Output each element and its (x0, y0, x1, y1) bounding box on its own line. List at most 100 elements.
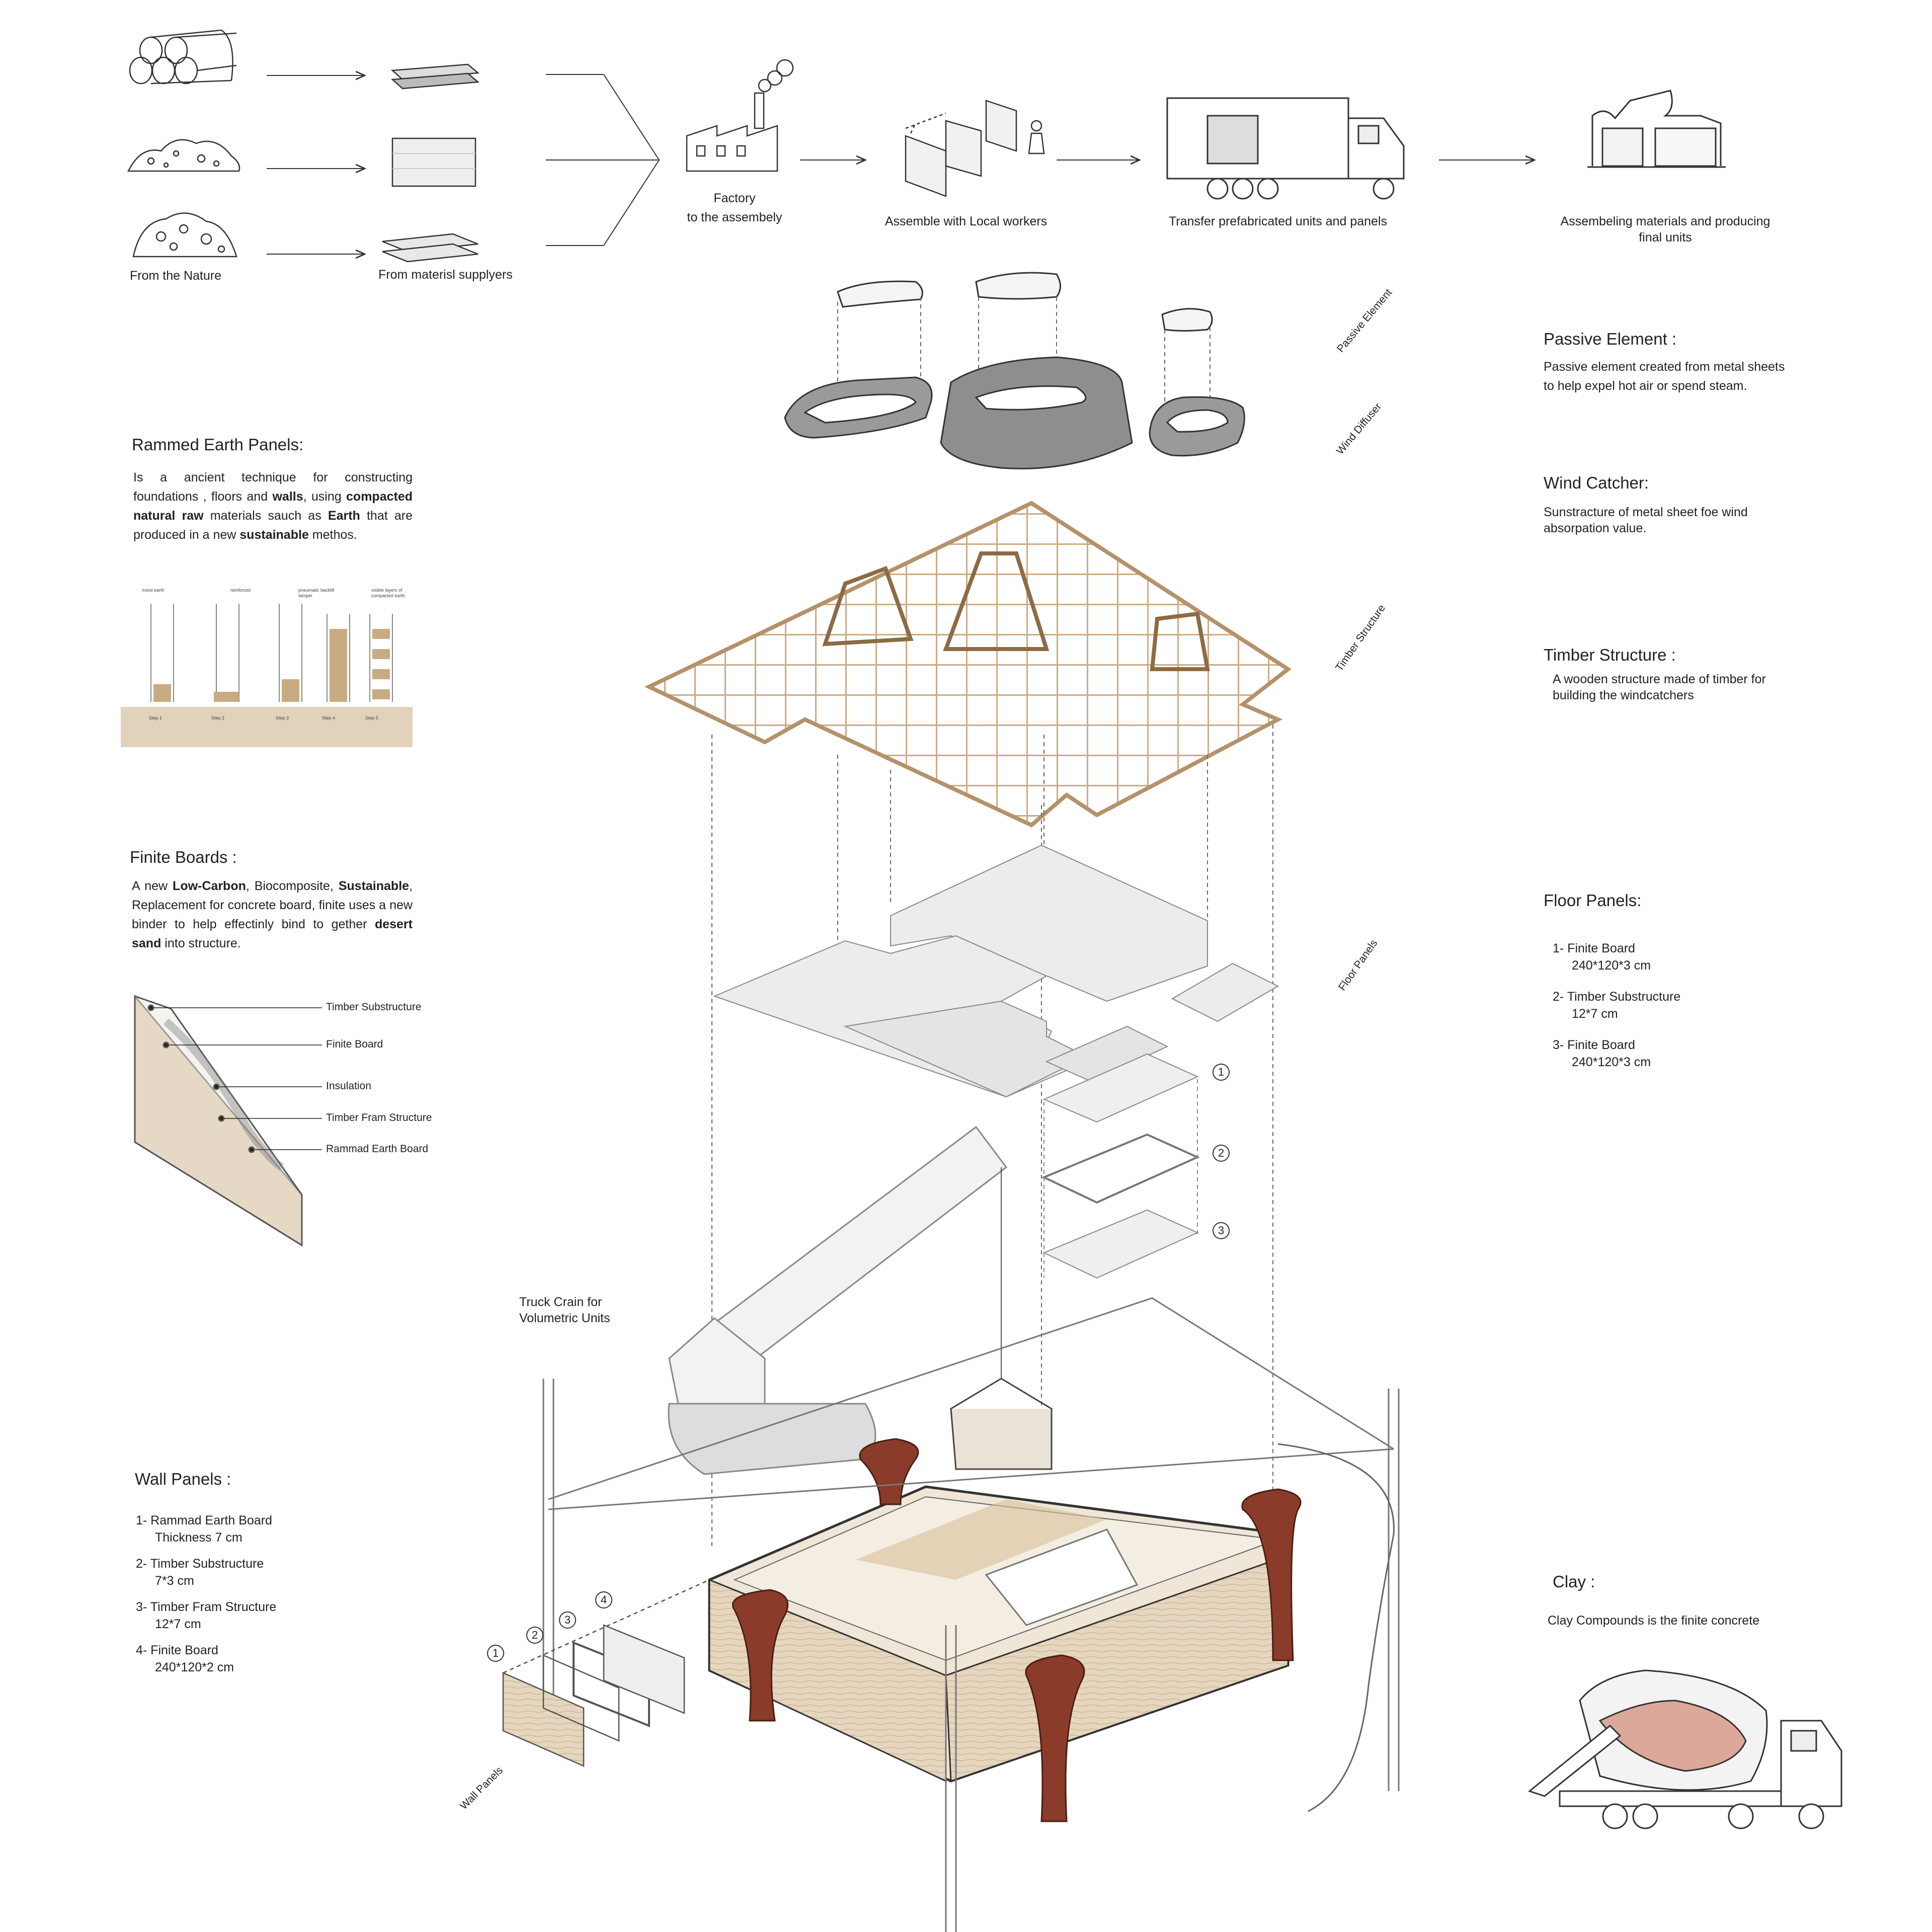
wall-number-2: 2 (531, 1629, 538, 1641)
layer-timber-frame: Timber Fram Structure (326, 1112, 432, 1123)
floor-number-3: 3 (1218, 1224, 1225, 1237)
caption-from-nature: From the Nature (130, 269, 222, 283)
rammed-bold-3: Earth (328, 509, 360, 523)
sand-pile-icon (127, 139, 240, 172)
finite-text-1: A new (132, 879, 173, 893)
finite-text: A new Low-Carbon, Biocomposite, Sustaina… (132, 876, 413, 953)
floor-number-1: 1 (1218, 1066, 1225, 1078)
floor-title: Floor Panels: (1544, 891, 1642, 910)
rammed-bold-1: walls (272, 490, 303, 504)
wall-title: Wall Panels : (135, 1470, 231, 1488)
step-1-caption: Step 1 (149, 715, 163, 720)
caption-final-units: Assembeling materials and producing fina… (1535, 213, 1796, 246)
wall-item-4-label: 4- Finite Board (136, 1643, 218, 1657)
rammed-bold-4: sustainable (239, 528, 309, 542)
finite-text-2: , Biocomposite, (246, 879, 339, 893)
crane-label: Truck Crain for Volumetric Units (519, 1294, 610, 1326)
floor-item-2-dim: 12*7 cm (1572, 1007, 1618, 1021)
layer-rammed-earth: Rammad Earth Board (326, 1143, 429, 1155)
clay-text: Clay Compounds is the finite concrete (1548, 1614, 1760, 1628)
final-unit-icon (1587, 90, 1726, 168)
wind-title: Wind Catcher: (1544, 473, 1649, 492)
wall-item-1: 1- Rammad Earth Board Thickness 7 cm (136, 1512, 276, 1546)
passive-text: Passive element created from metal sheet… (1544, 360, 1785, 393)
floor-item-2: 2- Timber Substructure 12*7 cm (1553, 988, 1680, 1022)
wall-item-3: 3- Timber Fram Structure 12*7 cm (136, 1598, 276, 1633)
wall-panels-exploded (502, 1579, 710, 1767)
power-cable (1277, 1443, 1395, 1812)
rammed-text-3: materials sauch as (203, 509, 328, 523)
wind-catcher-caps (837, 272, 1213, 332)
rammed-text-4: that are produced in a new (133, 509, 413, 542)
wall-item-2: 2- Timber Substructure 7*3 cm (136, 1555, 276, 1589)
wall-item-3-dim: 12*7 cm (155, 1617, 201, 1631)
step-3-caption: Step 3 (276, 715, 289, 720)
finite-text-3: , Replacement for concrete board, finite… (132, 879, 413, 931)
board-panel-icon (391, 137, 476, 187)
wall-item-2-dim: 7*3 cm (155, 1574, 194, 1588)
floor-item-3-label: 3- Finite Board (1553, 1038, 1635, 1052)
main-building (708, 1438, 1302, 1822)
caption-factory: Factory to the assembely (669, 190, 800, 225)
finite-bold-2: Sustainable (338, 879, 410, 893)
pallet-stack-icon (382, 233, 478, 263)
step-2-label: reinforced (230, 588, 251, 593)
wind-diffuser-rings (784, 356, 1245, 469)
step-5-label: visible layers of compacted earth (371, 588, 406, 598)
timber-title: Timber Structure : (1544, 646, 1676, 664)
timber-grid-structure (644, 501, 1292, 828)
rammed-earth-steps (121, 604, 413, 747)
wall-number-3: 3 (564, 1614, 571, 1626)
final-line-2: final units (1639, 230, 1692, 245)
step-5-caption: Step 5 (365, 715, 379, 720)
rammed-bold-2: compacted natural raw (133, 490, 413, 523)
layer-insulation: Insulation (326, 1080, 371, 1092)
factory-icon (686, 59, 794, 172)
rammed-title: Rammed Earth Panels: (132, 435, 304, 454)
final-line-1: Assembeling materials and producing (1560, 214, 1770, 228)
assembly-panels-icon (905, 100, 1045, 197)
floor-layer-markers (1213, 1064, 1230, 1239)
rammed-text-2: , using (303, 490, 347, 504)
factory-line-2: to the assembely (687, 210, 782, 224)
caption-transfer: Transfer prefabricated units and panels (1168, 214, 1388, 228)
wall-item-1-dim: Thickness 7 cm (155, 1531, 243, 1545)
wall-item-4: 4- Finite Board 240*120*2 cm (136, 1642, 276, 1676)
floor-item-3-dim: 240*120*3 cm (1572, 1055, 1651, 1069)
truck-crane (668, 1125, 1053, 1475)
wall-item-4-dim: 240*120*2 cm (155, 1660, 234, 1674)
gravel-pile-icon (132, 212, 237, 258)
rammed-text-5: methos. (308, 528, 357, 542)
wall-list: 1- Rammad Earth Board Thickness 7 cm 2- … (136, 1512, 276, 1690)
step-1-label: moist earth (142, 588, 165, 593)
wall-item-2-label: 2- Timber Substructure (136, 1557, 264, 1571)
caption-assemble: Assemble with Local workers (884, 214, 1048, 228)
floor-item-1-label: 1- Finite Board (1553, 941, 1635, 955)
floor-panels (713, 844, 1279, 1279)
finite-text-4: into structure. (161, 936, 241, 950)
step-2-caption: Step 2 (211, 715, 225, 720)
layer-timber-substructure: Timber Substructure (326, 1001, 422, 1013)
step-4-caption: Step 4 (322, 715, 336, 720)
truck-icon (1166, 97, 1405, 200)
finite-board-detail (134, 994, 322, 1247)
logs-icon (129, 29, 237, 85)
crane-label-line-1: Truck Crain for (519, 1295, 602, 1309)
finite-bold-1: Low-Carbon (173, 879, 246, 893)
finite-title: Finite Boards : (130, 848, 237, 866)
floor-item-2-label: 2- Timber Substructure (1553, 990, 1681, 1004)
caption-from-suppliers: From materisl supplyers (378, 268, 513, 282)
floor-item-3: 3- Finite Board 240*120*3 cm (1553, 1036, 1680, 1071)
wall-number-1: 1 (492, 1647, 499, 1659)
concrete-mixer-truck-icon (1527, 1669, 1842, 1829)
clay-title: Clay : (1553, 1572, 1595, 1591)
wall-item-1-label: 1- Rammad Earth Board (136, 1513, 272, 1527)
scaffold-towers (542, 1297, 1400, 1932)
wall-item-3-label: 3- Timber Fram Structure (136, 1600, 277, 1614)
factory-line-1: Factory (713, 191, 756, 205)
rammed-text-1: Is a ancient technique for constructing … (133, 470, 413, 504)
floor-item-1-dim: 240*120*3 cm (1572, 958, 1651, 973)
timber-text: A wooden structure made of timber for bu… (1553, 672, 1766, 702)
timber-planks-icon (391, 63, 480, 90)
